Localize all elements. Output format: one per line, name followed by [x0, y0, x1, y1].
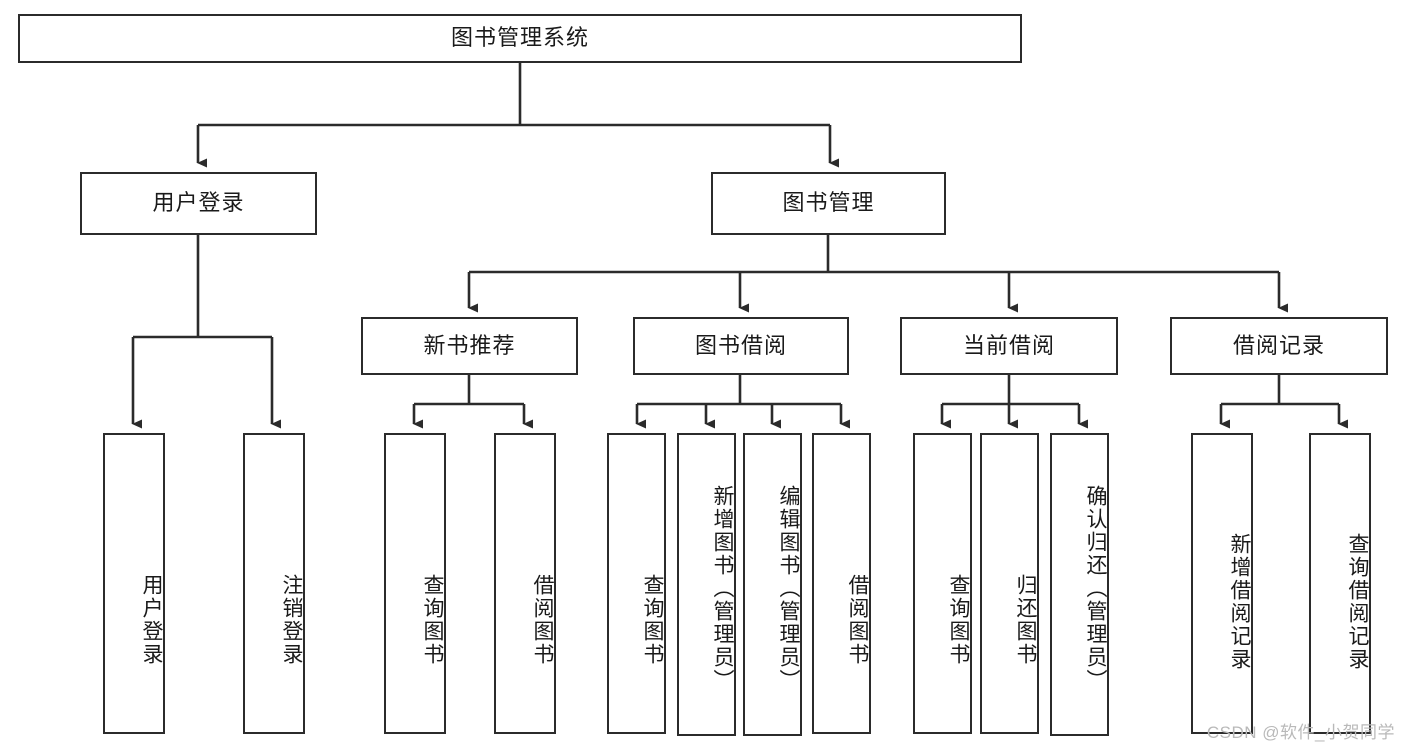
node-new-book-recommend[interactable]: 新书推荐 — [361, 317, 578, 375]
node-book-management[interactable]: 图书管理 — [711, 172, 946, 235]
leaf-add-borrow-record[interactable]: 新增借阅记录 — [1191, 433, 1253, 734]
leaf-user-login[interactable]: 用户登录 — [103, 433, 165, 734]
leaf-borrow-book-recommend[interactable]: 借阅图书 — [494, 433, 556, 734]
leaf-query-book-current[interactable]: 查询图书 — [913, 433, 972, 734]
leaf-query-borrow-record[interactable]: 查询借阅记录 — [1309, 433, 1371, 734]
node-borrow-record[interactable]: 借阅记录 — [1170, 317, 1388, 375]
leaf-add-book-admin[interactable]: 新增图书（管理员） — [677, 433, 736, 736]
node-user-login[interactable]: 用户登录 — [80, 172, 317, 235]
leaf-query-book-borrow[interactable]: 查询图书 — [607, 433, 666, 734]
node-current-borrow[interactable]: 当前借阅 — [900, 317, 1118, 375]
leaf-confirm-return-admin[interactable]: 确认归还（管理员） — [1050, 433, 1109, 736]
node-book-borrow[interactable]: 图书借阅 — [633, 317, 849, 375]
node-root[interactable]: 图书管理系统 — [18, 14, 1022, 63]
leaf-edit-book-admin[interactable]: 编辑图书（管理员） — [743, 433, 802, 736]
leaf-borrow-book-borrow[interactable]: 借阅图书 — [812, 433, 871, 734]
leaf-query-book-recommend[interactable]: 查询图书 — [384, 433, 446, 734]
leaf-return-book[interactable]: 归还图书 — [980, 433, 1039, 734]
leaf-logout-login[interactable]: 注销登录 — [243, 433, 305, 734]
csdn-watermark: CSDN @软件_小贺同学 — [1206, 723, 1395, 742]
